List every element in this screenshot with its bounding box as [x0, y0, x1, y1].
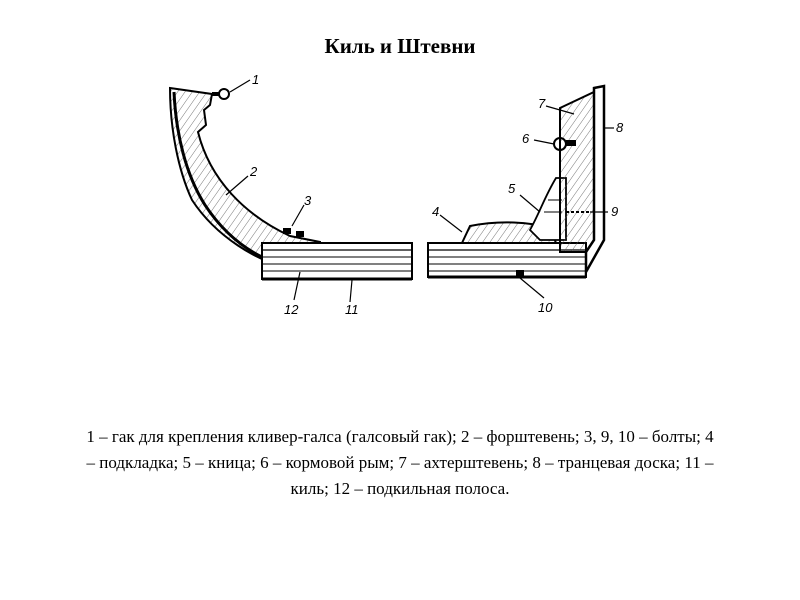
label-2: 2 [249, 164, 258, 179]
keel-and-stems-diagram: 1 2 3 4 5 6 7 8 9 10 11 12 [168, 72, 624, 317]
stern-bolts [516, 211, 590, 278]
label-6: 6 [522, 131, 530, 146]
label-5: 5 [508, 181, 516, 196]
stem-hook [212, 88, 230, 100]
label-9: 9 [611, 204, 618, 219]
transom-board [584, 84, 606, 277]
sternpost [559, 90, 595, 253]
label-12: 12 [284, 302, 299, 317]
keel-left [261, 242, 413, 281]
leader-lines [225, 79, 614, 303]
label-11: 11 [345, 302, 359, 317]
label-8: 8 [616, 120, 624, 135]
label-3: 3 [304, 193, 312, 208]
page-title: Киль и Штевни [324, 34, 476, 58]
figure-caption: 1 – гак для крепления кливер-галса (галс… [86, 427, 714, 498]
label-4: 4 [432, 204, 439, 219]
label-1: 1 [252, 72, 259, 87]
label-10: 10 [538, 300, 553, 315]
label-7: 7 [538, 96, 546, 111]
stem-bolts [283, 228, 304, 237]
